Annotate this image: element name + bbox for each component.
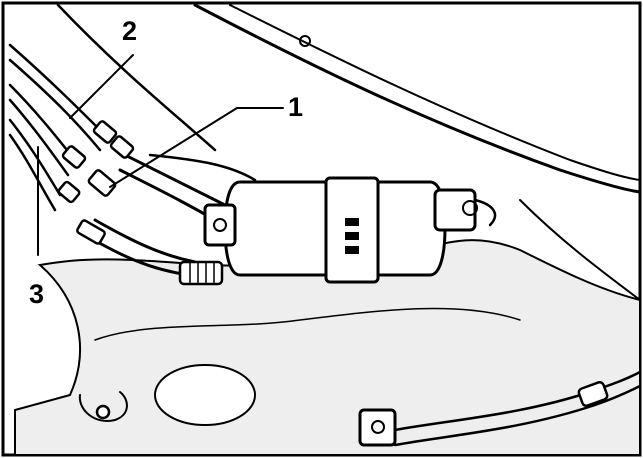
- bolt-hole: [95, 404, 111, 420]
- filter-inlet-nut: [203, 203, 237, 247]
- floor-panel: [14, 239, 641, 456]
- callout-1: 1: [288, 92, 303, 122]
- callout-2: 2: [122, 16, 137, 46]
- wire-bracket: [358, 408, 397, 447]
- leader-lines: [37, 54, 284, 256]
- line-connectors: [57, 120, 224, 286]
- fuel-filter: [203, 176, 497, 284]
- filter-clamp: [324, 176, 380, 284]
- sensor-wire: [358, 370, 642, 447]
- filter-outlet-nut: [433, 188, 477, 232]
- callout-3: 3: [29, 279, 44, 309]
- panel-opening: [154, 364, 256, 426]
- body-panel: [56, 3, 642, 301]
- panel-hole: [299, 35, 311, 47]
